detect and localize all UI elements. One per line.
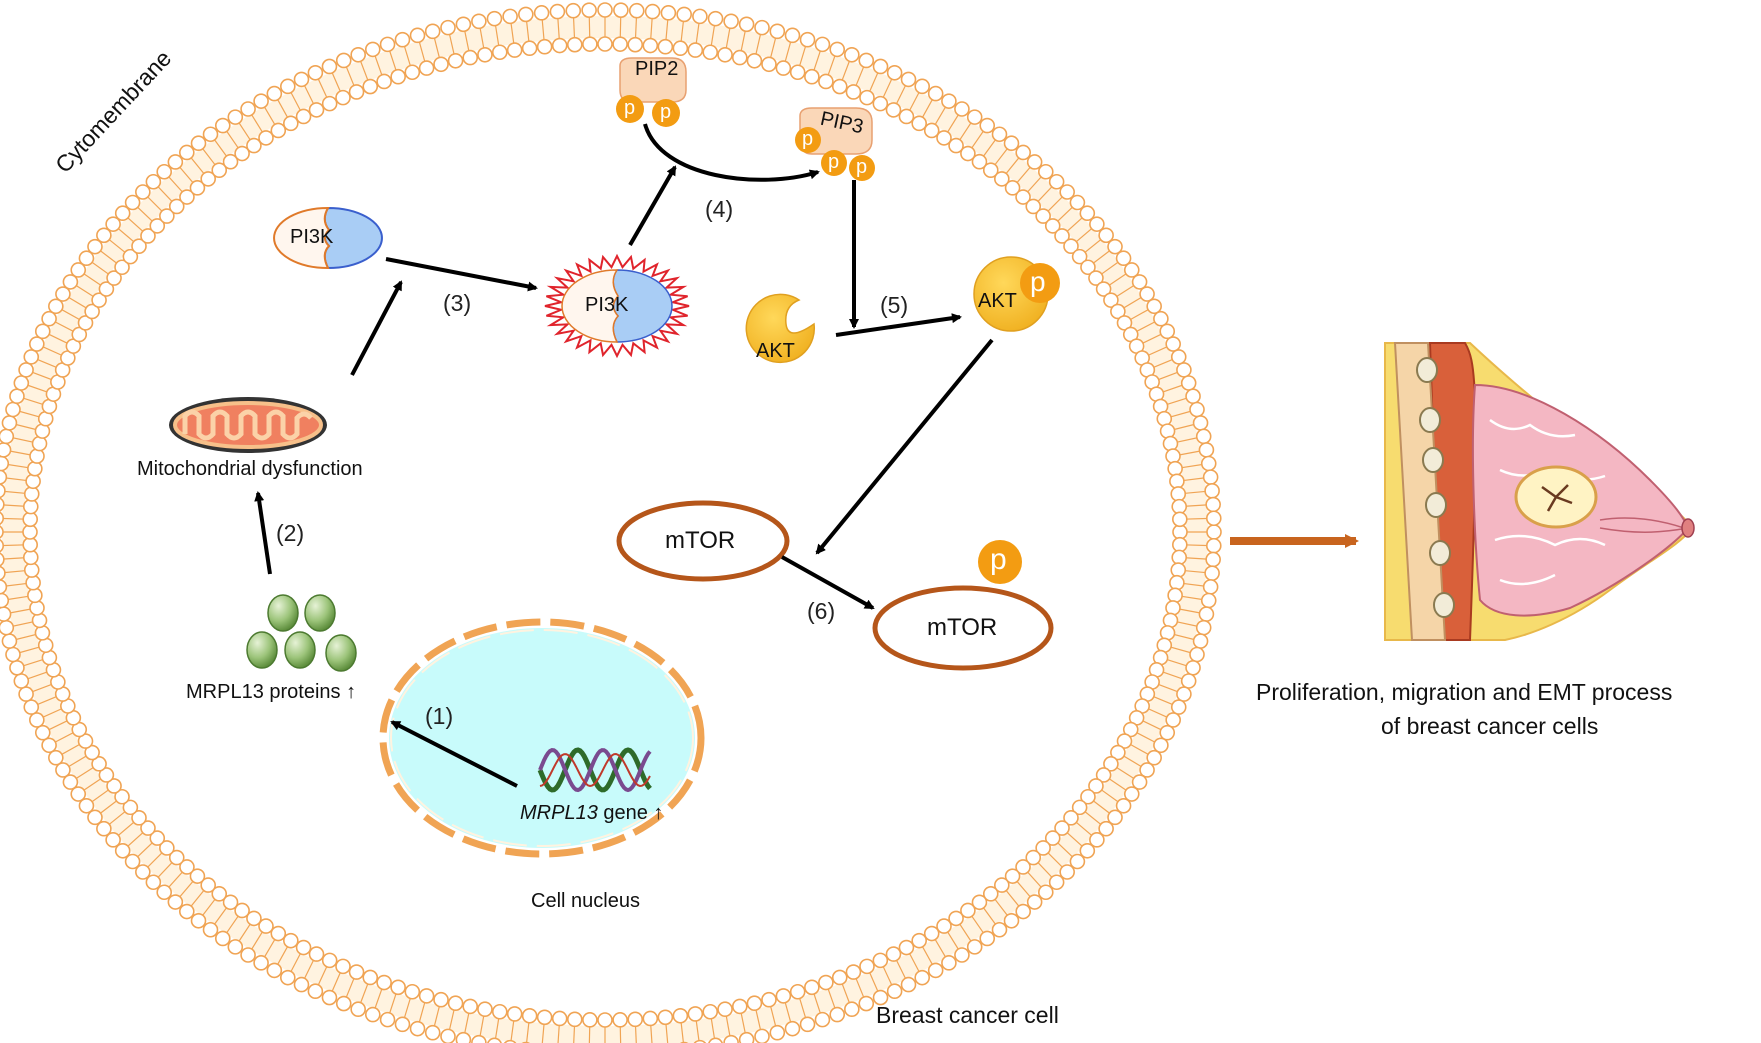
proteins-label: MRPL13 proteins ↑: [186, 681, 357, 703]
outcome-label-2: of breast cancer cells: [1381, 713, 1599, 739]
pip2-phospho-2: p: [660, 101, 672, 123]
arrow-akt-to-mtor: [815, 338, 994, 555]
protein-cluster-icon: [246, 594, 357, 672]
step-2-label: (2): [276, 520, 305, 546]
arrow-step-2: [254, 491, 272, 575]
arrow-step-4: [643, 123, 820, 182]
pip3-phospho-3: p: [856, 156, 868, 178]
step-1-label: (1): [425, 703, 454, 729]
pip2-phospho-1: p: [624, 97, 636, 119]
pi3k-label: PI3K: [290, 226, 334, 248]
nucleus-label: Cell nucleus: [531, 890, 640, 912]
pip3-phospho-2: p: [828, 151, 840, 173]
step-3-label: (3): [443, 290, 472, 316]
akt-label: AKT: [756, 340, 795, 362]
cell-label: Breast cancer cell: [876, 1002, 1059, 1028]
outcome-label-1: Proliferation, migration and EMT process: [1256, 679, 1673, 705]
arrow-step-1: [390, 720, 518, 788]
step-6-label: (6): [807, 598, 836, 624]
mtor-ring: [616, 500, 790, 582]
pathway-arrows: [254, 123, 994, 788]
pip2-icon: [616, 57, 687, 127]
mtor-phospho-ring: [872, 540, 1054, 671]
arrow-step-6: [781, 555, 875, 610]
mtor-label: mTOR: [665, 527, 736, 554]
arrow-step-5: [835, 313, 962, 337]
step-4-label: (4): [705, 196, 734, 222]
akt-phospho-icon: [973, 256, 1060, 332]
akt-phospho-label: AKT: [978, 290, 1017, 312]
arrow-pi3k-to-pip2: [628, 165, 677, 246]
akt-icon: [745, 293, 816, 364]
pi3k-icon: [273, 206, 383, 270]
akt-phospho-p: p: [1030, 266, 1046, 297]
pi3k-active-icon: [544, 253, 690, 359]
dna-helix-icon: [537, 747, 652, 793]
pip3-icon: [795, 107, 875, 181]
gene-suffix: gene ↑: [597, 802, 664, 824]
membrane-bilayer: [0, 2, 1222, 1043]
mtor-phospho-p: p: [990, 543, 1007, 576]
pi3k-active-label: PI3K: [585, 294, 629, 316]
pip3-phospho-1: p: [802, 128, 814, 150]
arrow-mito-to-pi3k: [350, 280, 403, 376]
gene-name: MRPL13: [520, 802, 598, 824]
mtor-phospho-label: mTOR: [927, 614, 998, 641]
pip2-label: PIP2: [635, 58, 679, 80]
mitochondria-icon: [169, 397, 327, 453]
step-5-label: (5): [880, 292, 909, 318]
mito-label: Mitochondrial dysfunction: [137, 458, 363, 480]
arrow-step-3: [385, 257, 538, 292]
gene-label: MRPL13 gene ↑: [520, 802, 663, 825]
breast-tissue-icon: [1384, 342, 1695, 641]
nucleus-icon: [379, 618, 705, 858]
